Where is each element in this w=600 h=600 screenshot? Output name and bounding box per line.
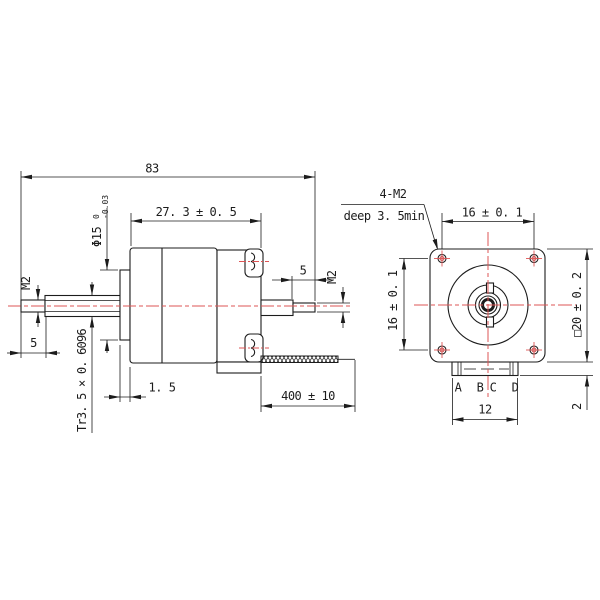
dim-leadscrew-spec: Tr3. 5 × 0. 6096	[75, 282, 95, 433]
dim-text-front-tip-length: 5	[30, 336, 37, 350]
dim-overall-length: 83	[20, 162, 316, 358]
arrowhead	[584, 249, 590, 260]
arrowhead	[584, 351, 590, 362]
dim-connector-width: 12	[452, 378, 518, 425]
arrowhead	[89, 316, 95, 328]
arrowhead	[452, 417, 464, 422]
dim-rear-tip-length: 5	[272, 264, 334, 299]
dim-front-thread: M2	[19, 276, 41, 327]
dim-cable-length: 400 ± 10	[260, 360, 356, 412]
dim-text-rear-thread: M2	[325, 270, 339, 284]
dim-text-front-thread: M2	[19, 276, 33, 290]
ear-notch-top	[250, 252, 256, 271]
arrowhead	[131, 218, 142, 224]
arrowhead	[340, 312, 346, 323]
dim-text-boss-diameter: Φ15	[90, 227, 104, 247]
connector-side-view	[216, 361, 262, 374]
dim-text-flange-thickness: 1. 5	[149, 381, 176, 395]
pin-label-a: A	[455, 381, 463, 395]
arrowhead	[506, 417, 518, 422]
arrowhead	[46, 350, 57, 356]
dim-text-connector-width: 12	[478, 403, 492, 417]
dim-text-leadscrew: Tr3. 5 × 0. 6096	[75, 329, 89, 432]
pin-label-b: B	[477, 381, 484, 395]
dim-text-hole-spacing-v: 16 ± 0. 1	[386, 270, 400, 331]
arrowhead	[261, 403, 272, 409]
arrowhead	[35, 312, 41, 323]
arrowhead	[109, 394, 120, 400]
lead-wire-cable	[260, 355, 339, 363]
rear-shaft	[260, 299, 294, 317]
mounting-hole-bottom-left	[434, 342, 450, 358]
arrowhead	[104, 259, 110, 270]
arrowhead	[401, 258, 407, 270]
arrowhead	[401, 339, 407, 350]
arrowhead	[10, 350, 21, 356]
dim-text-overall: 83	[145, 162, 159, 176]
arrowhead	[523, 219, 534, 224]
pin-label-c: C	[490, 381, 497, 395]
arrowhead	[344, 403, 355, 409]
dim-text-rear-tip-length: 5	[300, 264, 307, 278]
arrowhead	[340, 292, 346, 303]
connector-front-view	[451, 361, 519, 377]
arrowhead	[432, 238, 438, 250]
dim-connector-height: 2	[520, 375, 593, 410]
dim-text-connector-height: 2	[570, 403, 584, 410]
dim-text-boss-tol-lower: -0.03	[101, 195, 110, 219]
arrowhead	[304, 174, 315, 180]
dim-body-square: □20 ± 0. 2	[547, 248, 593, 363]
arrowhead	[315, 277, 326, 283]
arrowhead	[442, 219, 453, 224]
dim-flange-thickness: 1. 5	[104, 345, 176, 402]
arrowhead	[250, 218, 261, 224]
arrowhead	[35, 289, 41, 300]
hub-slot-bottom	[485, 316, 495, 328]
ear-notch-bottom	[250, 338, 256, 358]
arrowhead	[21, 174, 32, 180]
dim-text-hole-spacing-h: 16 ± 0. 1	[462, 206, 523, 220]
dim-hole-spacing-vertical: 16 ± 0. 1	[386, 258, 428, 351]
pin-label-d: D	[512, 381, 519, 395]
callout-text-4m2: 4-M2	[380, 187, 407, 201]
arrowhead	[584, 375, 590, 387]
dim-front-tip-length: 5	[7, 317, 60, 358]
callout-text-depth: deep 3. 5min	[344, 209, 425, 223]
mounting-hole-top-right	[526, 250, 542, 267]
hub-slot-top	[485, 282, 495, 294]
arrowhead	[130, 394, 141, 400]
rear-shaft-m2-tip	[292, 302, 316, 313]
mounting-hole-bottom-right	[526, 342, 542, 358]
arrowhead	[89, 284, 95, 296]
dim-text-body-square: □20 ± 0. 2	[570, 272, 584, 337]
arrowhead	[281, 277, 292, 283]
arrowhead	[104, 340, 110, 351]
dim-text-cable-length: 400 ± 10	[281, 389, 335, 403]
dim-body-length: 27. 3 ± 0. 5	[130, 205, 262, 248]
dim-hole-spacing-horizontal: 16 ± 0. 1	[441, 206, 535, 249]
dim-text-body-length: 27. 3 ± 0. 5	[156, 205, 237, 219]
front-flange	[119, 269, 131, 341]
dim-text-boss-tol-upper: 0	[92, 214, 101, 219]
dim-boss-diameter: Φ15 0 -0.03	[90, 195, 118, 353]
dim-rear-thread: M2	[317, 270, 350, 328]
callout-mounting-holes: 4-M2 deep 3. 5min	[341, 187, 438, 250]
mounting-hole-top-left	[434, 250, 450, 267]
side-view: 83 27. 3 ± 0. 5 Φ15 0 -0.03	[7, 162, 356, 433]
front-view: A B C D 4-M2 deep 3. 5min 16 ± 0. 1	[341, 187, 593, 425]
